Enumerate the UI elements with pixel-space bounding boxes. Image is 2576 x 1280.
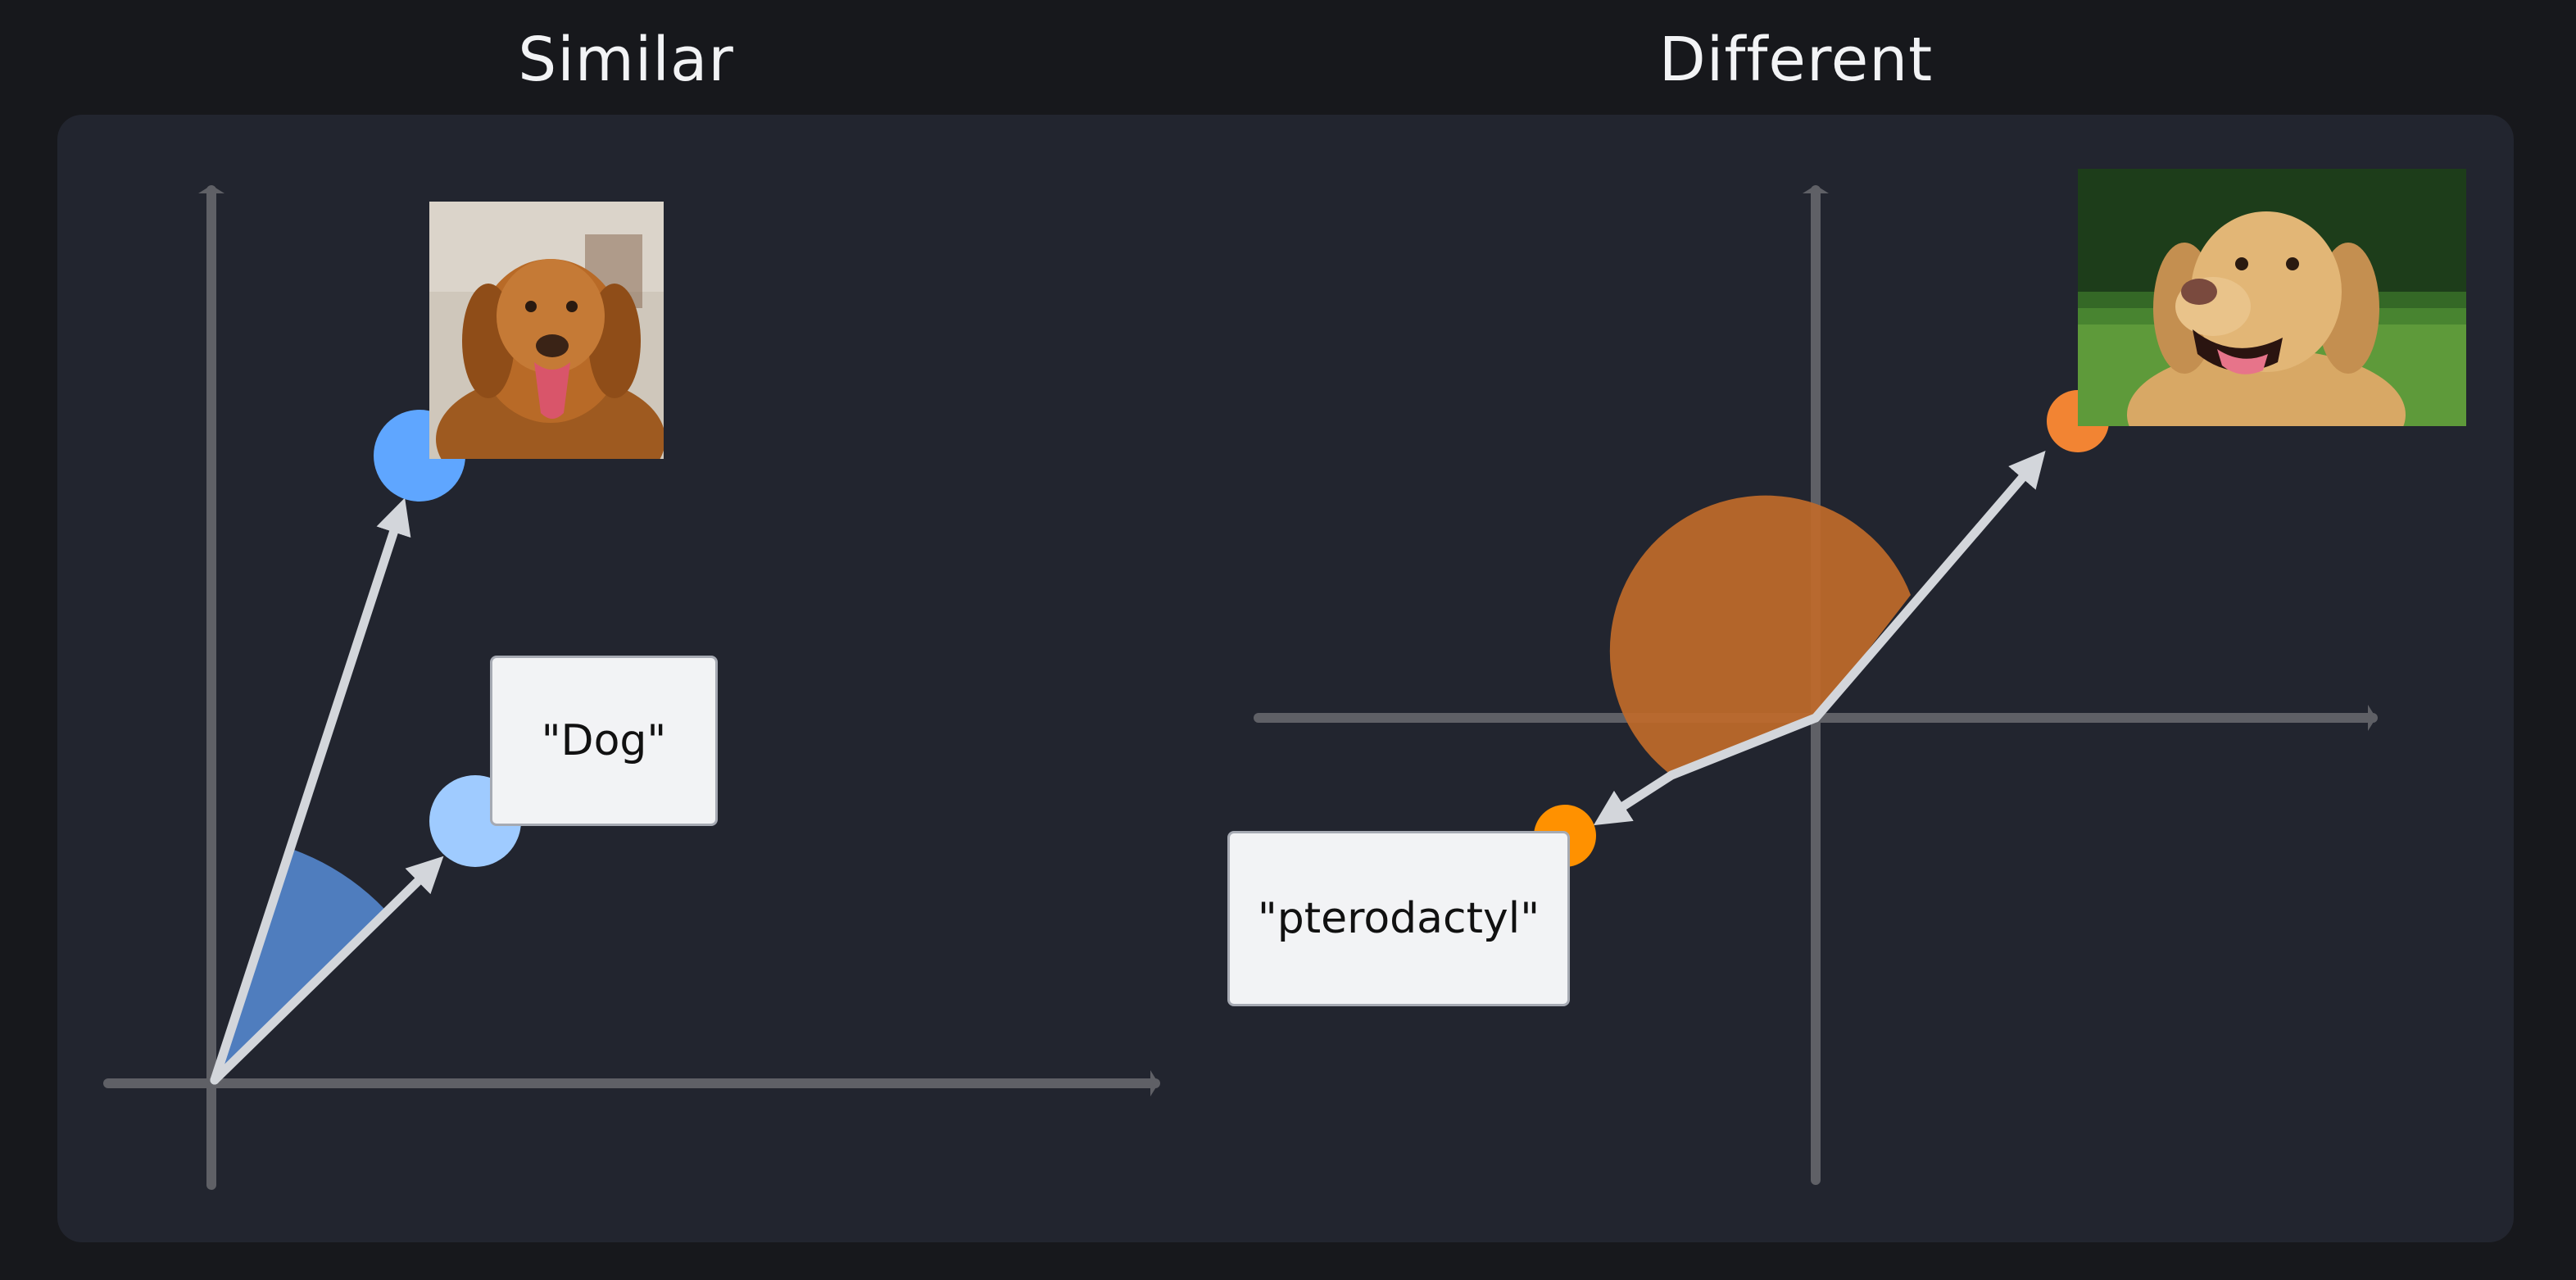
similar-title: Similar <box>518 25 734 95</box>
golden-retriever-photo <box>429 202 664 459</box>
pterodactyl-text-label: "pterodactyl" <box>1257 894 1540 943</box>
arrow-to-dog-text <box>210 856 444 1085</box>
golden-retriever-illustration <box>429 202 664 459</box>
labrador-photo <box>2078 169 2466 426</box>
different-x-axis-cap <box>2368 705 2376 731</box>
different-title: Different <box>1658 25 1934 95</box>
similar-plot <box>103 185 1160 1190</box>
similar-y-axis-cap <box>198 185 224 193</box>
dog-text-box: "Dog" <box>490 656 718 826</box>
pterodactyl-text-box: "pterodactyl" <box>1227 831 1570 1006</box>
different-plot <box>1254 185 2378 1185</box>
arrow-to-image-left <box>210 497 411 1085</box>
dog-text-label: "Dog" <box>541 716 667 765</box>
different-y-axis-cap <box>1803 185 1829 193</box>
arrow-to-pterodactyl-text <box>1593 713 1821 826</box>
labrador-illustration <box>2078 169 2466 426</box>
similar-x-axis-cap <box>1150 1070 1159 1096</box>
arrow-to-image-right <box>1811 450 2046 723</box>
similar-angle-wedge <box>215 849 385 1080</box>
different-angle-wedge <box>1609 495 1911 775</box>
